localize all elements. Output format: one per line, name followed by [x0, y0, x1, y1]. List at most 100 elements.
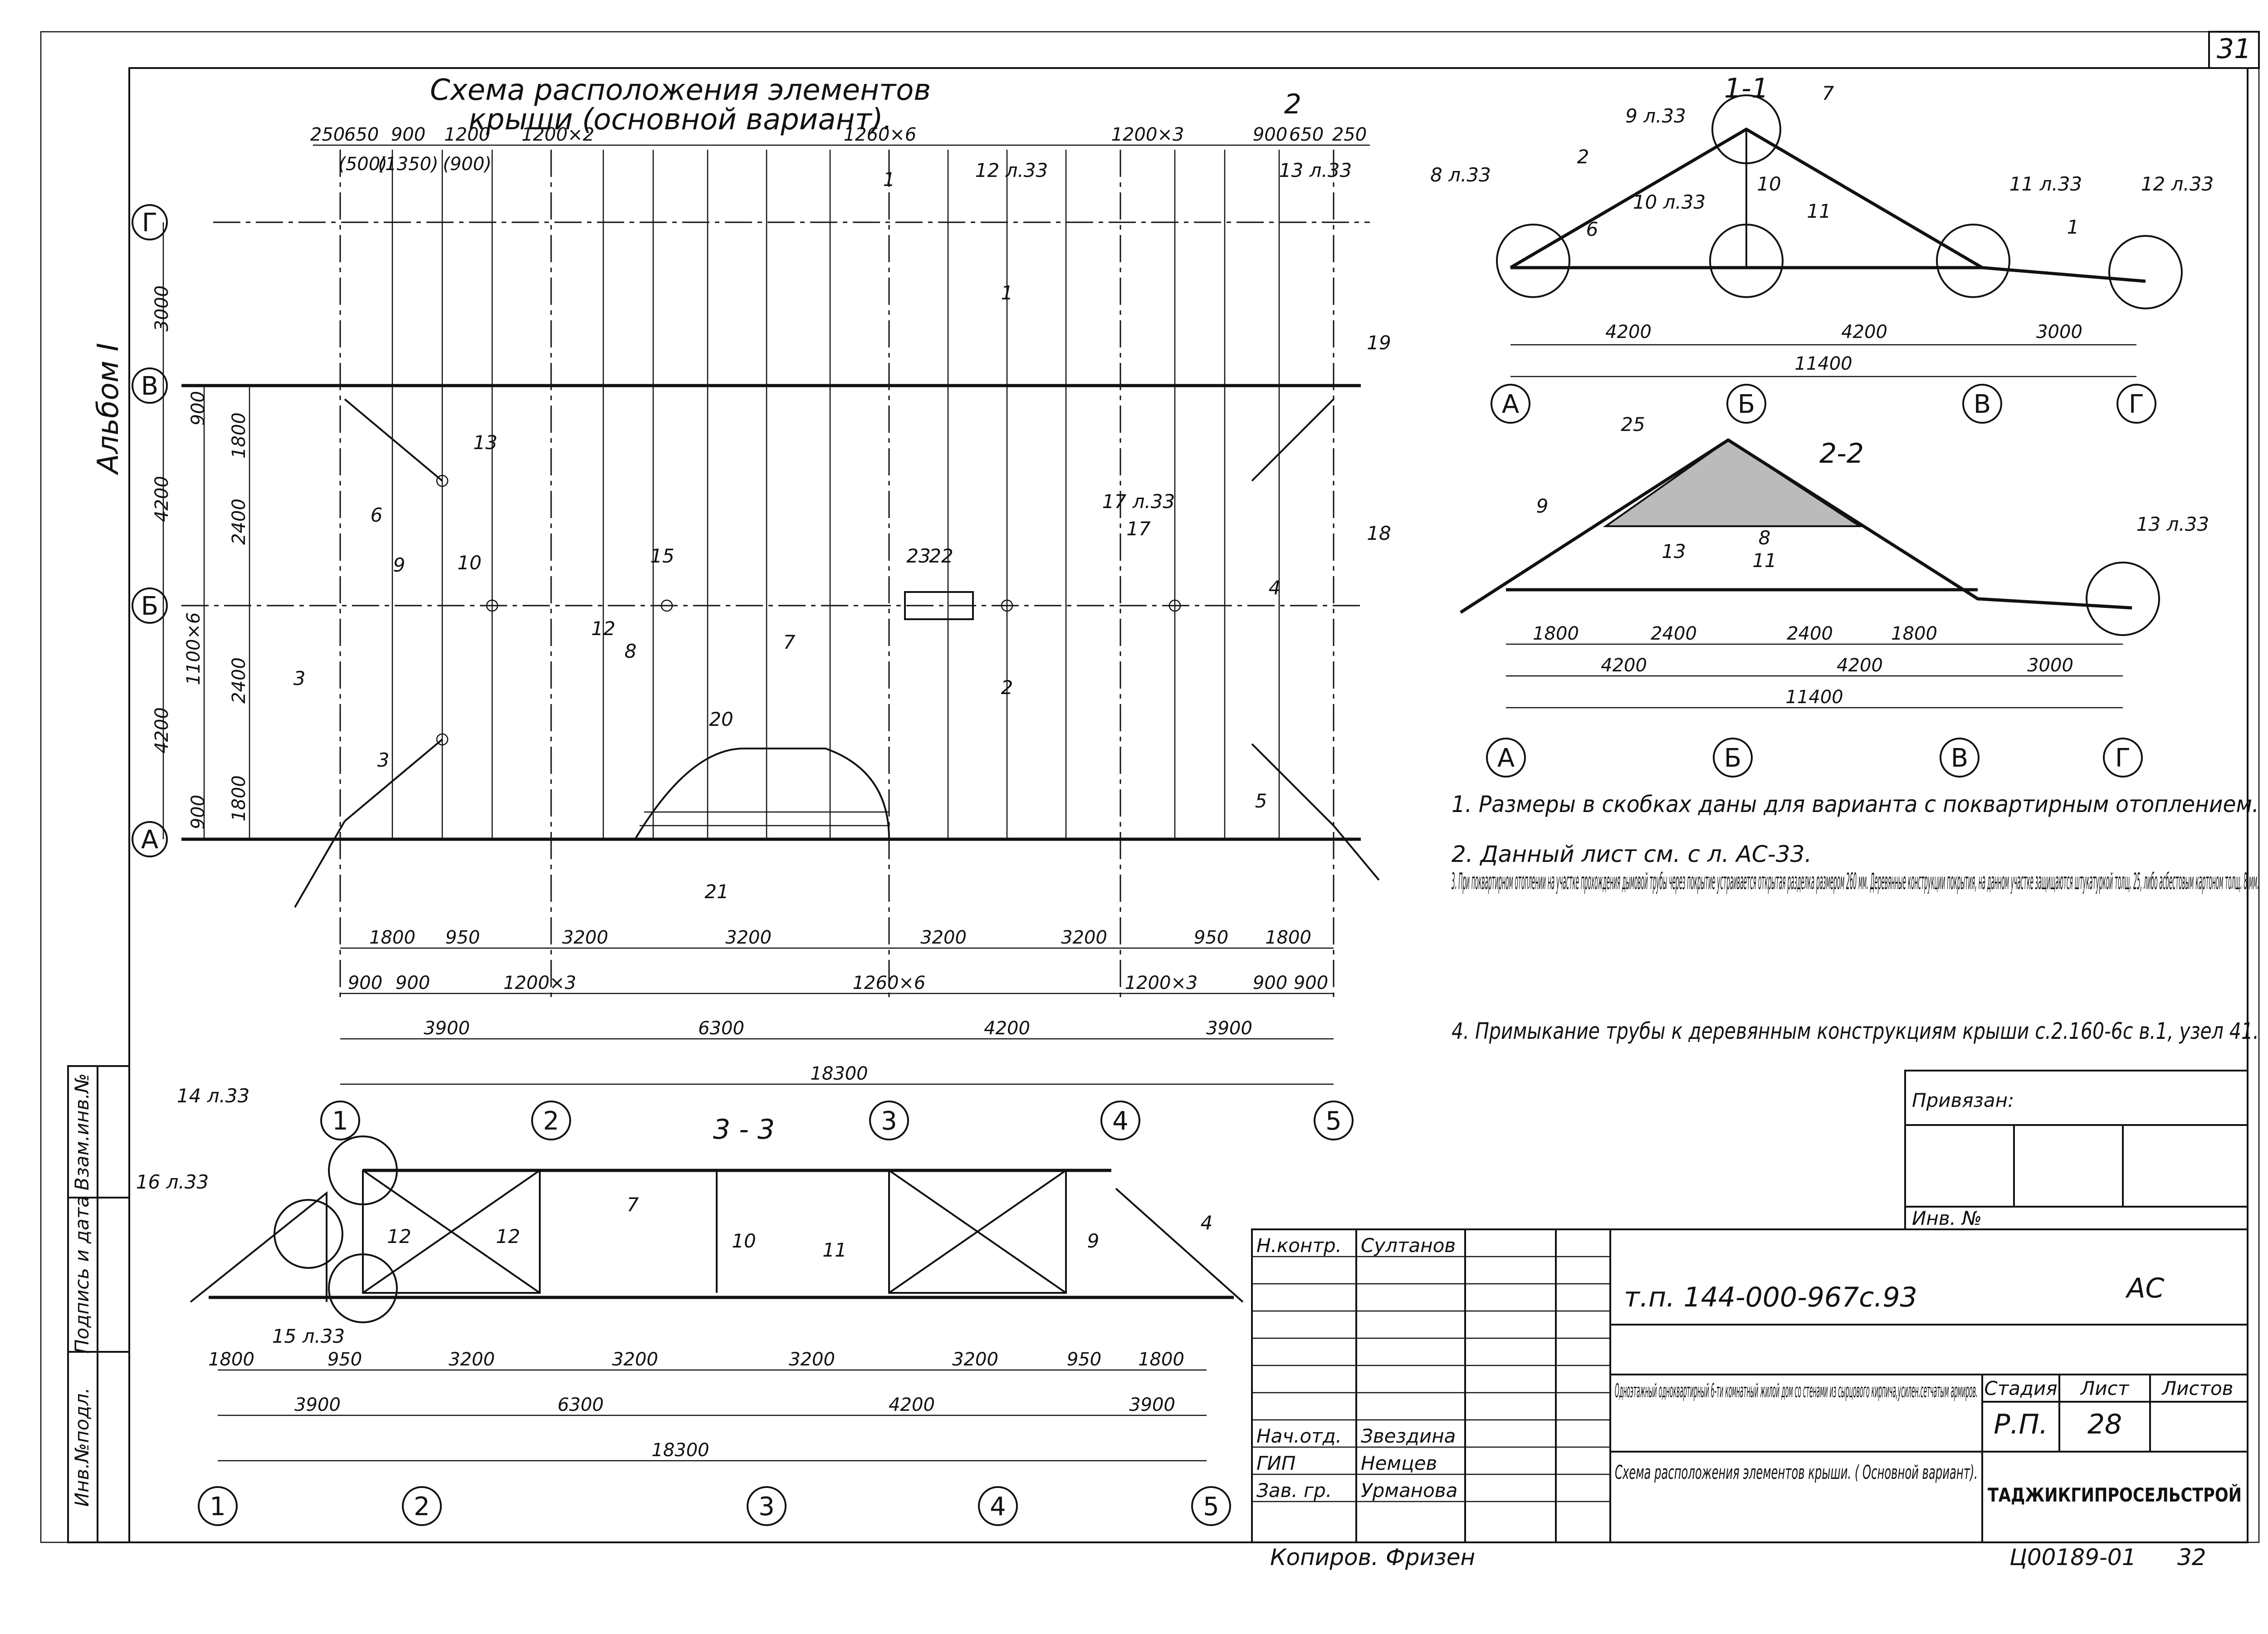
section-3-3-total: 18300	[651, 1440, 709, 1461]
plan-left-dim-inner: 2400	[229, 657, 249, 704]
section-3-3-dim2: 4200	[889, 1394, 935, 1415]
role-name: Немцев	[1361, 1452, 1437, 1474]
axis-label: 2	[414, 1492, 430, 1521]
plan-bottom-dim3: 3900	[1206, 1018, 1252, 1039]
axis-label: 5	[1325, 1106, 1342, 1136]
title-block: Привязан: Инв. № Н.контр. Султанов Нач	[1251, 1070, 2248, 1543]
plan-bottom-dim: 950	[1194, 927, 1228, 948]
callout: 23	[906, 545, 930, 567]
callout: 25	[1621, 413, 1645, 435]
section-1-1-dim: 3000	[2036, 322, 2082, 342]
note-2: 2. Данный лист см. с л. АС-33.	[1452, 841, 1812, 867]
plan-left-dim: 3000	[152, 285, 172, 332]
stage-label: Стадия	[1984, 1377, 2057, 1399]
axis-label: 2	[543, 1106, 559, 1136]
callout: 18	[1367, 522, 1391, 544]
axis-label: 3	[881, 1106, 897, 1136]
section-1-1-total: 11400	[1794, 353, 1852, 374]
callout: 21	[704, 881, 728, 903]
stage-value: Р.П.	[1994, 1409, 2048, 1440]
plan-title-line1: Схема расположения элементов	[430, 73, 931, 107]
sheets-label: Листов	[2161, 1377, 2234, 1399]
section-2-2-dim: 1800	[1891, 623, 1937, 644]
callout: 13	[473, 431, 497, 454]
project-code: т.п. 144-000-967с.93	[1624, 1282, 1917, 1313]
callout: 3	[377, 749, 390, 771]
plan-row-axes: Г В Б А	[132, 204, 168, 857]
section-2-2-title: 2-2	[1819, 438, 1864, 470]
callout: 11 л.33	[2009, 173, 2082, 195]
axis-label: Б	[141, 592, 158, 621]
section-2-2-dim: 3000	[2027, 655, 2073, 676]
plan-bottom-total: 18300	[810, 1063, 868, 1084]
section-3-3-dim: 3200	[789, 1349, 835, 1370]
callout: 2	[1001, 676, 1013, 699]
callout-ref: 17 л.33	[1102, 490, 1175, 513]
plan-bottom-dim2: 900	[1253, 973, 1287, 993]
plan-bottom-dim2: 1200×3	[1125, 973, 1198, 993]
callout: 10	[732, 1230, 756, 1252]
side-label-replaces: Взам.инв.№	[71, 1073, 93, 1190]
axis-label: Г	[2115, 744, 2131, 773]
section-1-1-dim: 4200	[1841, 322, 1887, 342]
plan-top-dim: 250	[310, 124, 345, 145]
plan-bottom-dim3: 3900	[424, 1018, 470, 1039]
role-label: Нач.отд.	[1256, 1425, 1342, 1447]
callout: 10	[457, 552, 481, 574]
plan-left-dim-inner: 1800	[229, 412, 249, 459]
plan-top-dim: 650	[1289, 124, 1324, 145]
copied-by: Копиров. Фризен	[1270, 1544, 1475, 1570]
plan-bottom-dim3: 6300	[698, 1018, 744, 1039]
callout: 8 л.33	[1430, 164, 1491, 186]
callout: 4	[1201, 1212, 1213, 1234]
section-3-3: 3 - 3 1800 950 3200 3200 3200 3200 950 1…	[136, 1085, 1244, 1526]
callout: 20	[709, 708, 733, 730]
plan-left-dim-inner: 900	[188, 795, 209, 829]
section-2-2-dim: 2400	[1651, 623, 1697, 644]
section-3-3-dim: 1800	[1138, 1349, 1184, 1370]
callout: 15 л.33	[272, 1325, 345, 1347]
plan-top-dim: 1200×2	[522, 124, 595, 145]
page-number: 31	[2217, 33, 2251, 65]
callout: 13 л.33	[2136, 513, 2209, 535]
section-3-3-dim: 1800	[208, 1349, 254, 1370]
album-label: Альбом I	[92, 343, 125, 476]
roof-plan: Схема расположения элементов крыши (осно…	[132, 73, 1391, 1140]
callout: 12	[387, 1225, 411, 1248]
section-1-1: 1-1 4200 4200 3000 11400 А Б В Г 9 л.33 …	[1430, 73, 2214, 424]
callout: 9	[1087, 1230, 1100, 1252]
callout: 11	[822, 1239, 846, 1261]
section-2-2-dim: 4200	[1837, 655, 1883, 676]
section-3-3-title: 3 - 3	[713, 1114, 775, 1145]
inv-label: Инв. №	[1912, 1207, 1982, 1229]
callout: 4	[1269, 577, 1281, 599]
callout: 10 л.33	[1633, 191, 1706, 213]
callout: 19	[1367, 332, 1391, 354]
note-1: 1. Размеры в скобках даны для варианта с…	[1452, 791, 2259, 817]
axis-label: В	[1974, 390, 1991, 419]
plan-bottom-dim2: 900	[1294, 973, 1328, 993]
plan-top-dim: 1260×6	[844, 124, 917, 145]
plan-bottom-dim2: 1260×6	[853, 973, 926, 993]
callout: 1	[1001, 282, 1013, 304]
axis-label: А	[1502, 390, 1519, 419]
axis-label: Г	[2129, 390, 2144, 419]
section-1-1-dim: 4200	[1605, 322, 1652, 342]
callout: 16 л.33	[136, 1171, 209, 1193]
callout: 7	[1822, 82, 1834, 104]
callout: 2	[1577, 146, 1589, 168]
plan-bottom-dim: 3200	[725, 927, 772, 948]
axis-label: Б	[1738, 390, 1755, 419]
section-2-2-dim: 4200	[1601, 655, 1647, 676]
plan-bottom-dim: 3200	[562, 927, 608, 948]
sheet-label: Лист	[2080, 1377, 2130, 1399]
section-3-3-dim: 3200	[952, 1349, 998, 1370]
plan-left-dim-inner: 900	[188, 391, 209, 426]
plan-bottom-dim2: 1200×3	[503, 973, 577, 993]
callout: 7	[783, 631, 796, 653]
sheet-title: Схема расположения элементов крыши. ( Ос…	[1615, 1461, 1978, 1483]
role-name: Звездина	[1361, 1425, 1456, 1447]
callout: 8	[625, 640, 637, 662]
section-2-2-dim: 1800	[1533, 623, 1579, 644]
callout: 11	[1752, 549, 1776, 572]
